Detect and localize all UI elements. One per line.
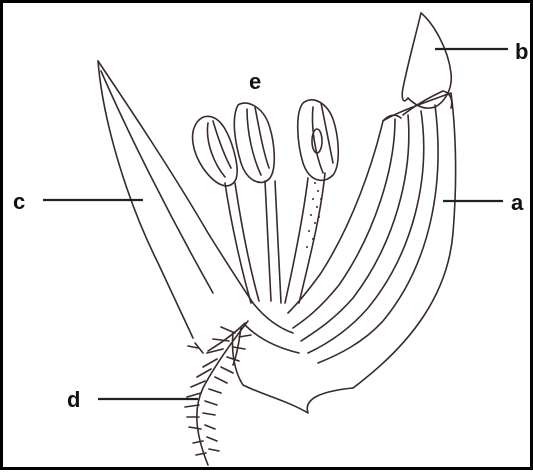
petal-b (402, 13, 451, 115)
stalk-d (185, 321, 251, 465)
label-c: c (13, 189, 25, 214)
label-e: e (249, 69, 261, 94)
flower-diagram: a b c d e (3, 3, 533, 473)
label-d: d (67, 387, 80, 412)
stamens-e (193, 100, 339, 303)
label-a: a (511, 190, 524, 215)
label-b: b (515, 39, 528, 64)
receptacle (232, 303, 353, 413)
